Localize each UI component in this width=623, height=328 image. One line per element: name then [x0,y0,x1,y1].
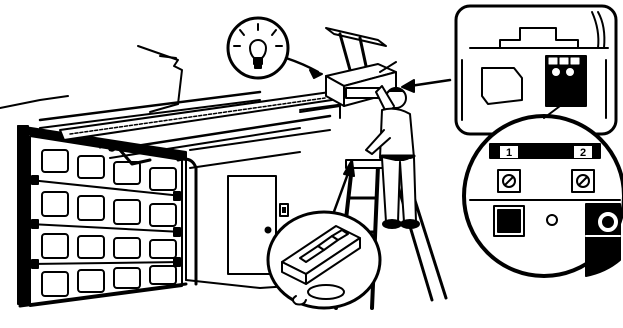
terminal-screw-icon [498,170,520,192]
panel-arrow [402,80,450,92]
bulb-arrow [286,58,322,78]
light-bulb-icon [228,18,288,78]
remote-control-callout [268,212,380,308]
garage-door [18,126,196,306]
terminal-1-label: 1 [506,147,512,159]
led-indicator [547,215,557,225]
terminal-zoom-callout: 1 2 [464,116,623,276]
terminal-screw-icon [572,170,594,192]
terminal-2-label: 2 [580,147,586,159]
